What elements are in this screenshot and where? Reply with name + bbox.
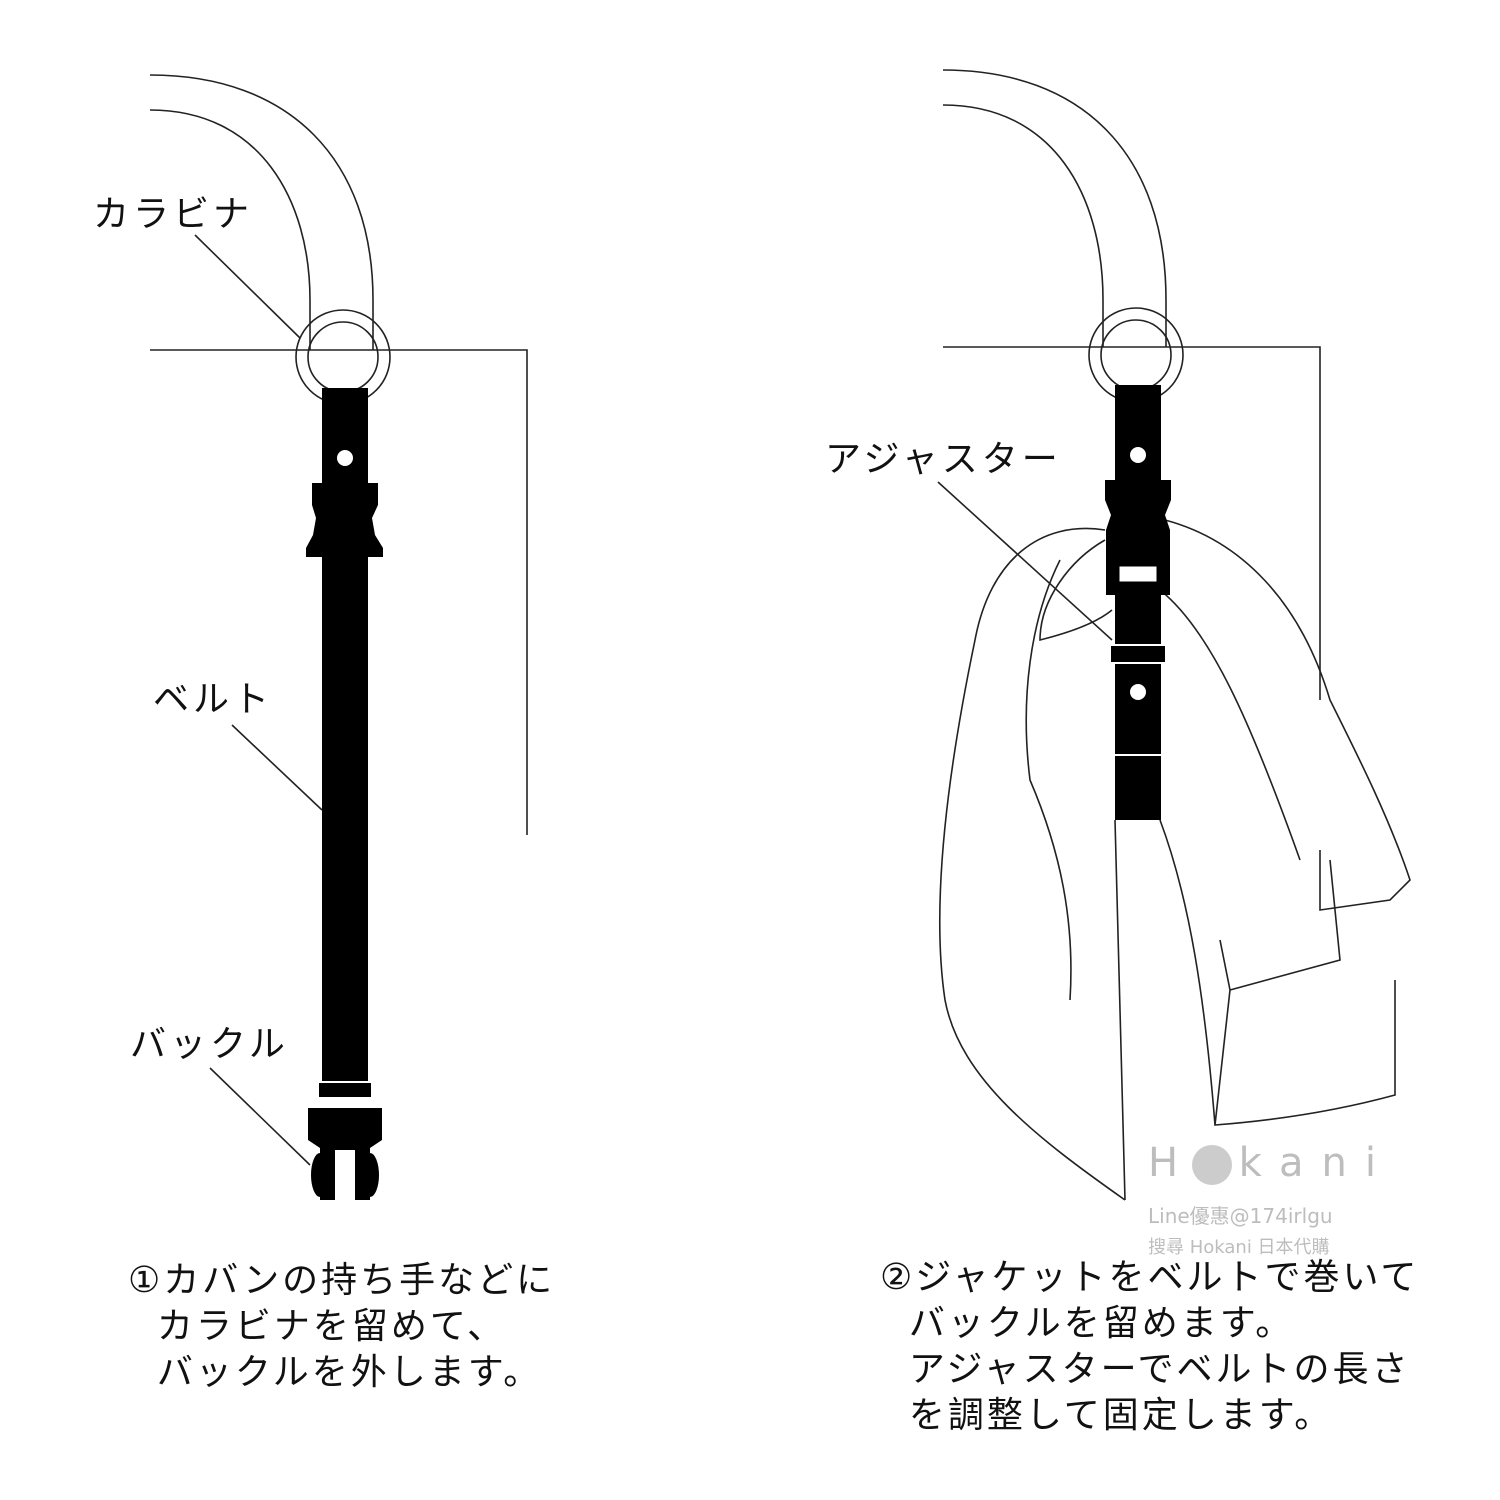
label-belt: ベルト xyxy=(153,679,274,720)
jacket-outline xyxy=(939,519,1411,1201)
caption-1: ①カバンの持ち手などに カラビナを留めて、 バックルを外します。 xyxy=(128,1260,556,1393)
label-carabiner: カラビナ xyxy=(93,194,254,235)
belt xyxy=(322,388,368,1085)
adjuster xyxy=(1109,644,1167,664)
belt-leader xyxy=(231,724,323,811)
watermark-line1: Line優惠@174irlgu xyxy=(1148,1204,1333,1228)
carabiner-leader xyxy=(194,234,301,339)
bag-outline xyxy=(150,349,528,835)
belt-hole xyxy=(337,450,353,466)
buckle-leader xyxy=(209,1067,311,1166)
belt-hole xyxy=(1130,684,1146,700)
label-adjuster: アジャスター xyxy=(825,439,1062,480)
bag-handle xyxy=(149,74,374,350)
belt-hole xyxy=(1130,447,1146,463)
adjuster-leader xyxy=(937,481,1113,641)
step-number: ① xyxy=(128,1260,164,1301)
caption-2: ②ジャケットをベルトで巻いて バックルを留めます。 アジャスターでベルトの長さ … xyxy=(880,1257,1420,1436)
watermark-line2: 搜尋 Hokani 日本代購 xyxy=(1148,1237,1330,1258)
watermark-logo xyxy=(1192,1145,1232,1185)
bag-outline xyxy=(943,346,1321,700)
buckle-top xyxy=(306,483,383,557)
step-number: ② xyxy=(880,1257,916,1298)
label-buckle: バックル xyxy=(130,1024,289,1065)
watermark-logo-text: Hokani xyxy=(1148,1140,1394,1186)
bag-handle xyxy=(942,69,1167,347)
